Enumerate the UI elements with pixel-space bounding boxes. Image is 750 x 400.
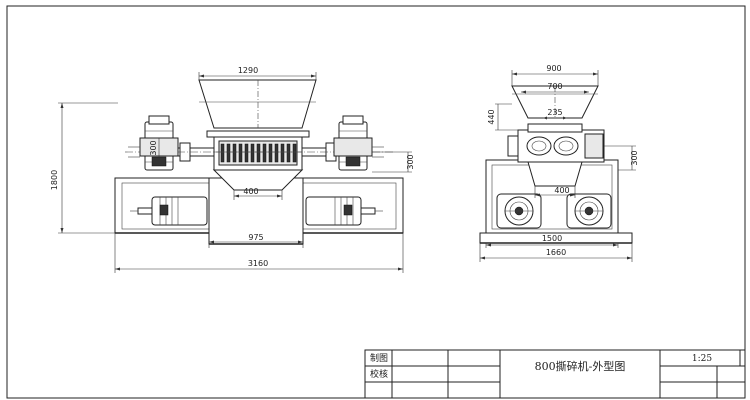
dim-label: 1660 [546, 248, 566, 257]
dim-side-hopper-top: 900 [511, 64, 599, 86]
dim-side-frame-inner: 1500 [485, 234, 619, 248]
dim-label: 700 [547, 82, 562, 91]
title-block: 制图 校核 800撕碎机-外型图 1:25 [364, 349, 746, 399]
dim-side-outlet: 400 [534, 186, 576, 198]
dim-label: 900 [546, 64, 561, 73]
front-left-gearbox [128, 115, 179, 171]
dim-label: 235 [547, 108, 562, 117]
side-shaft-opening-right [553, 136, 579, 156]
drawn-by-label: 制图 [370, 352, 388, 364]
dim-side-opening: 235 [543, 108, 567, 120]
dim-side-right-height: 300 [604, 145, 639, 171]
front-view: 1290 1800 300 300 [50, 66, 415, 273]
side-shaft-opening-left [526, 136, 552, 156]
drawing-scale: 1:25 [692, 354, 712, 364]
dim-label: 3160 [248, 259, 268, 268]
dim-side-hopper-mid: 700 [521, 82, 589, 94]
dim-front-gearbox-side: 300 [372, 151, 415, 173]
drawing-title: 800撕碎机-外型图 [535, 359, 626, 373]
front-left-motor [130, 196, 208, 226]
dim-label: 300 [406, 154, 415, 169]
front-right-motor [305, 196, 383, 226]
dim-label: 300 [149, 140, 158, 155]
dim-front-height: 1800 [50, 102, 118, 234]
front-right-gearbox [333, 115, 384, 171]
dim-label: 400 [554, 186, 569, 195]
dim-label: 975 [248, 233, 263, 242]
side-view: 900 700 235 440 300 [479, 64, 639, 262]
dim-label: 440 [487, 109, 496, 124]
dim-label: 1800 [50, 170, 59, 190]
dim-side-overall-width: 1660 [479, 243, 633, 262]
dim-label: 300 [630, 150, 639, 165]
dim-front-frame-inner: 975 [208, 233, 304, 248]
checked-by-label: 校核 [370, 368, 388, 380]
dim-front-hopper-top: 1290 [198, 66, 317, 80]
dim-side-hopper-height: 440 [487, 103, 518, 131]
dim-front-shaft-side: 300 [149, 138, 160, 158]
side-left-motor [496, 193, 542, 229]
side-right-motor [566, 193, 612, 229]
front-hopper [198, 79, 317, 129]
dim-front-outlet: 400 [233, 187, 283, 200]
dim-label: 1500 [542, 234, 562, 243]
side-outlet [527, 161, 583, 187]
dim-label: 400 [243, 187, 258, 196]
dim-front-overall-length: 3160 [114, 233, 404, 273]
dim-label: 1290 [238, 66, 258, 75]
